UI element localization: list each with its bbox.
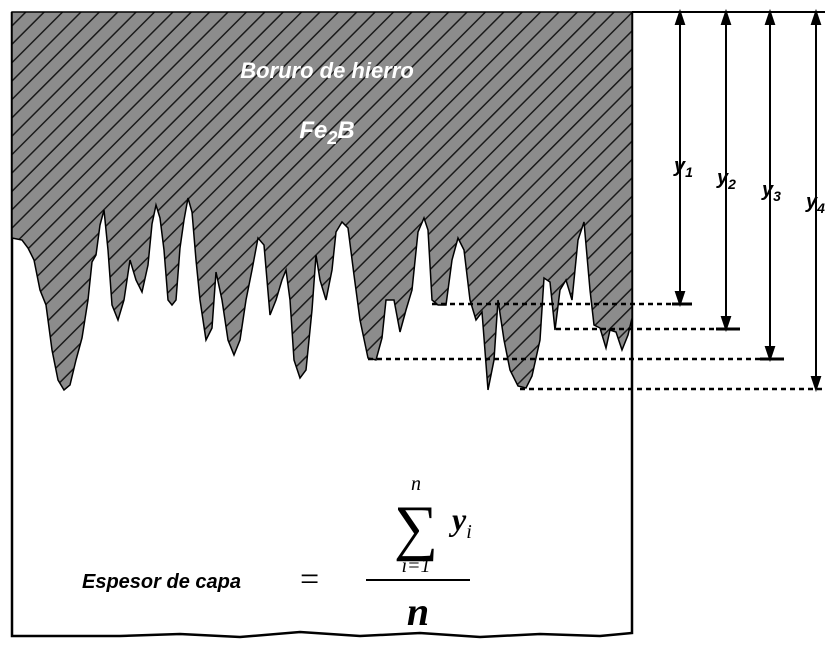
- arrow-y1-head-bottom: [674, 291, 686, 308]
- boride-layer-region: [11, 11, 633, 392]
- label-y3: y3: [761, 179, 781, 204]
- sum-symbol: ∑: [394, 494, 438, 562]
- arrow-y2-head-bottom: [720, 316, 732, 333]
- label-y1: y1: [673, 155, 693, 180]
- thickness-formula: Espesor de capa = n ∑ i=1 yi n: [82, 473, 472, 634]
- layer-name-label: Boruro de hierro: [240, 58, 414, 83]
- sum-lower-limit: i=1: [401, 555, 430, 577]
- denominator: n: [407, 589, 429, 634]
- sum-term: yi: [448, 501, 472, 543]
- arrow-y3-head-bottom: [764, 346, 776, 363]
- arrow-y2-head-top: [720, 8, 732, 25]
- specimen-outline: [10, 12, 634, 639]
- arrow-y4-head-top: [810, 8, 822, 25]
- arrow-y1-head-top: [674, 8, 686, 25]
- formula-equals: =: [300, 561, 319, 598]
- sum-upper-limit: n: [411, 473, 421, 495]
- measurement-arrows: [672, 8, 822, 393]
- label-y2: y2: [716, 167, 736, 192]
- label-y4: y4: [805, 191, 825, 216]
- layer-formula-label: Fe2B: [299, 117, 354, 148]
- arrow-y4-head-bottom: [810, 376, 822, 393]
- formula-label: Espesor de capa: [82, 571, 241, 593]
- tooth-tip-dashed-lines: [368, 302, 825, 391]
- arrow-y3-head-top: [764, 8, 776, 25]
